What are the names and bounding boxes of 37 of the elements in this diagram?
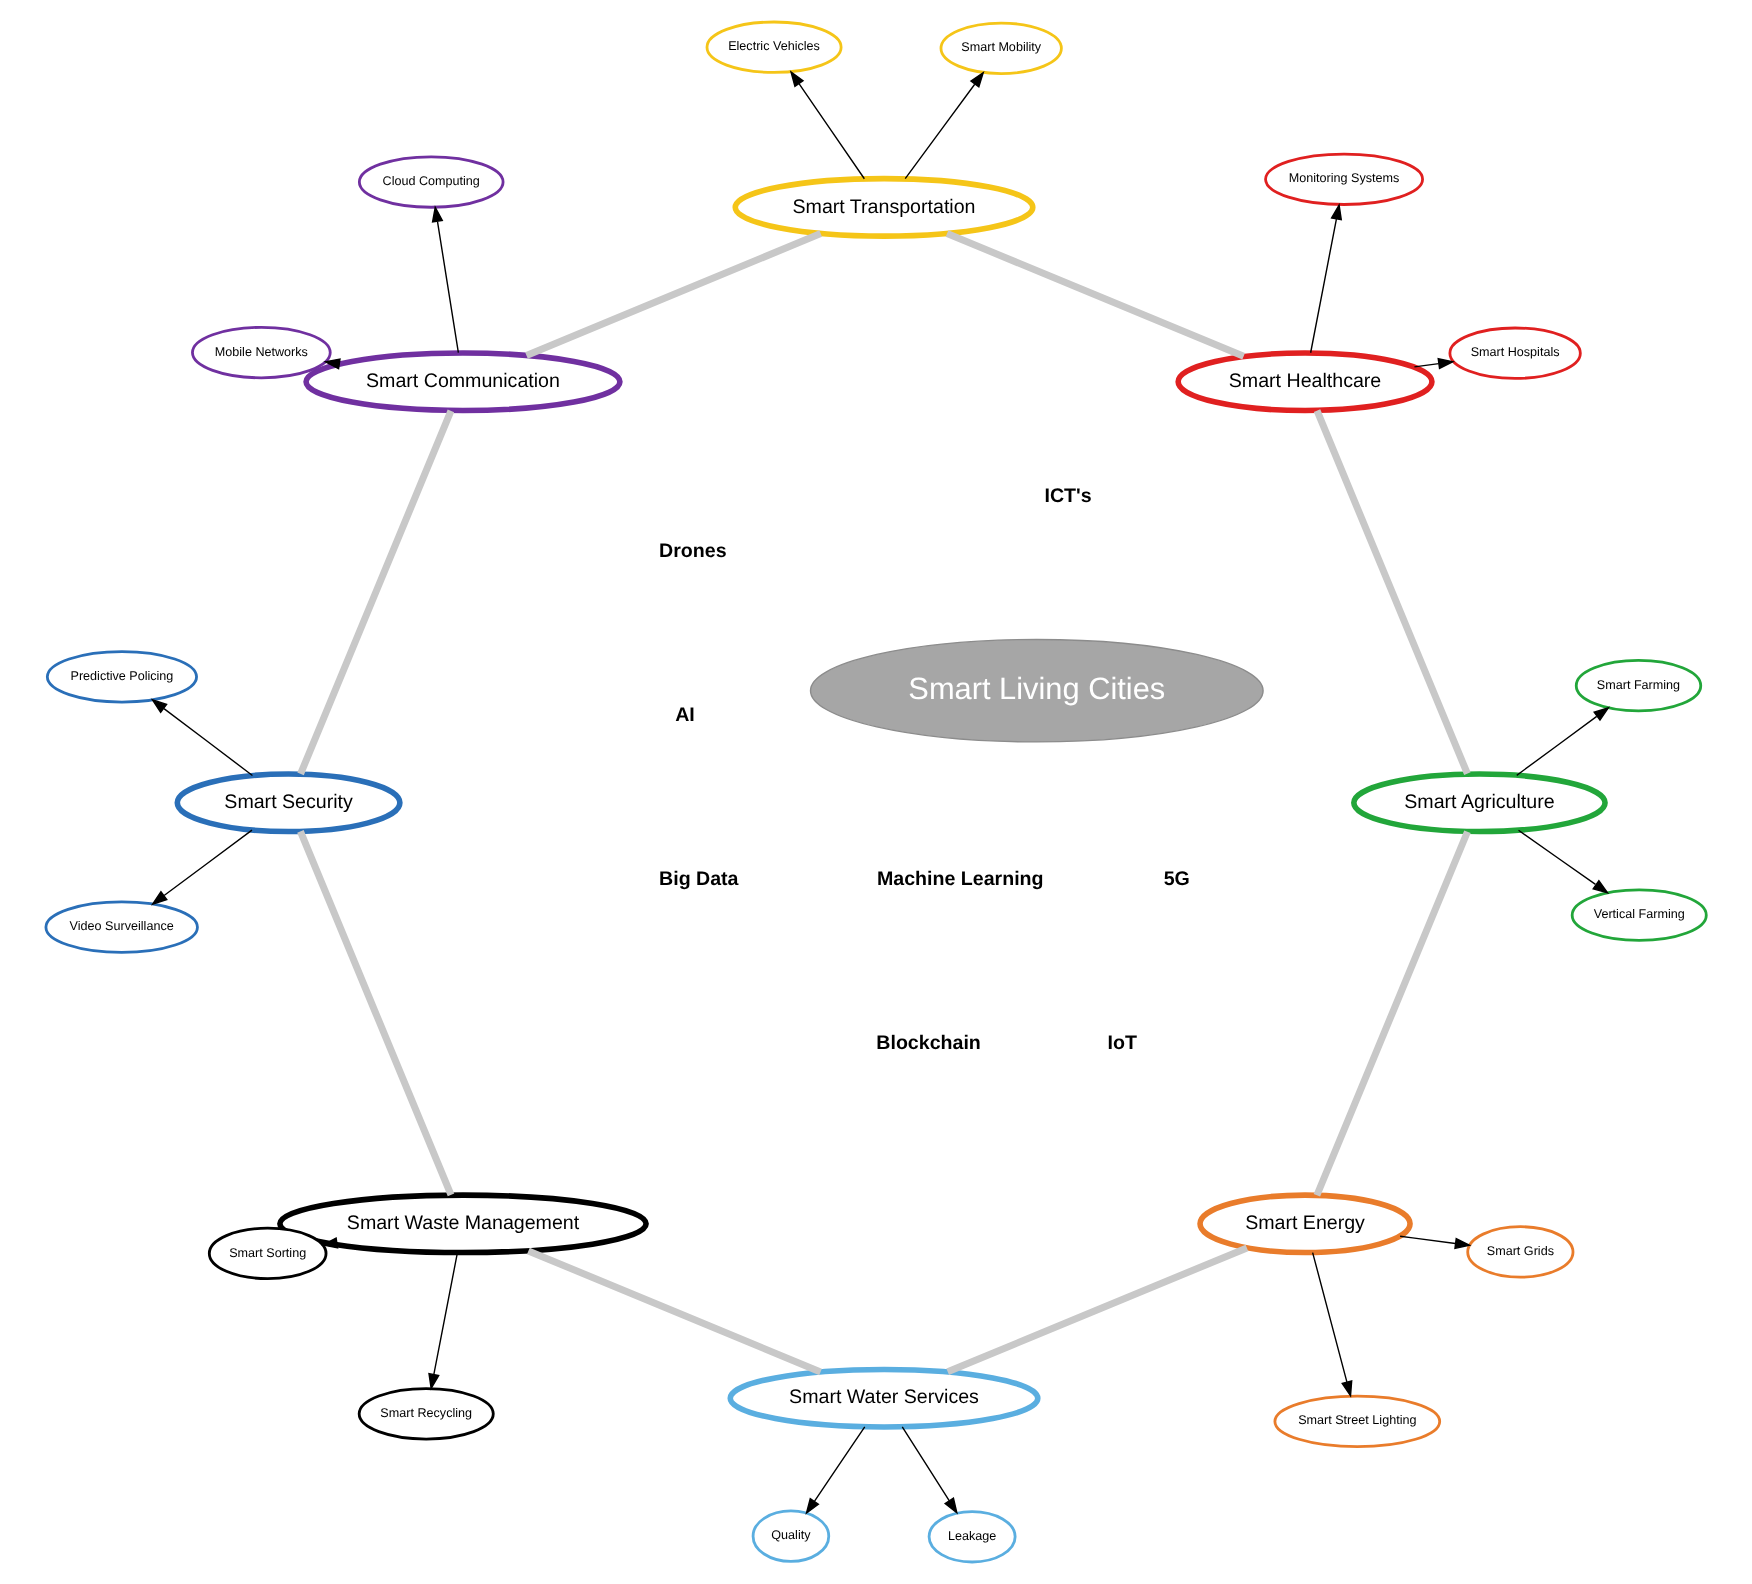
connector [297,830,455,1197]
arrow [789,70,866,180]
label: 5G [1163,869,1190,892]
node-ellipse: Smart Healthcare [1175,350,1435,414]
node-ellipse: Smart Security [174,771,403,835]
node-ellipse: Smart Agriculture [1351,771,1608,835]
node-ellipse: Smart Transportation [732,175,1036,239]
connector [527,1247,822,1376]
arrow [1309,202,1343,354]
node-ellipse: Smart Water Services [727,1366,1041,1430]
arrow [1399,1235,1472,1250]
arrow [901,1426,958,1515]
label: Big Data [659,869,739,892]
arrow [1413,357,1455,370]
label: ICT's [1044,486,1092,509]
arrow [805,1426,866,1515]
label: Blockchain [876,1033,981,1056]
label: AI [675,705,695,728]
arrow [428,1252,459,1391]
connector [945,230,1245,360]
connector [1313,830,1471,1197]
node-ellipse: Smart Living Cities [809,638,1264,743]
arrow [150,829,253,906]
arrow [1311,1251,1353,1398]
label: IoT [1107,1033,1137,1056]
arrow [904,71,985,180]
label: Machine Learning [877,869,1044,892]
connector [1313,409,1471,775]
connector [946,1244,1249,1376]
connector [297,409,455,776]
arrow [1517,829,1610,895]
label: Drones [659,541,727,564]
arrow [1516,706,1611,777]
arrow [431,205,460,354]
arrow [150,698,254,777]
node-ellipse: Smart Energy [1197,1192,1413,1256]
connector [525,230,823,359]
